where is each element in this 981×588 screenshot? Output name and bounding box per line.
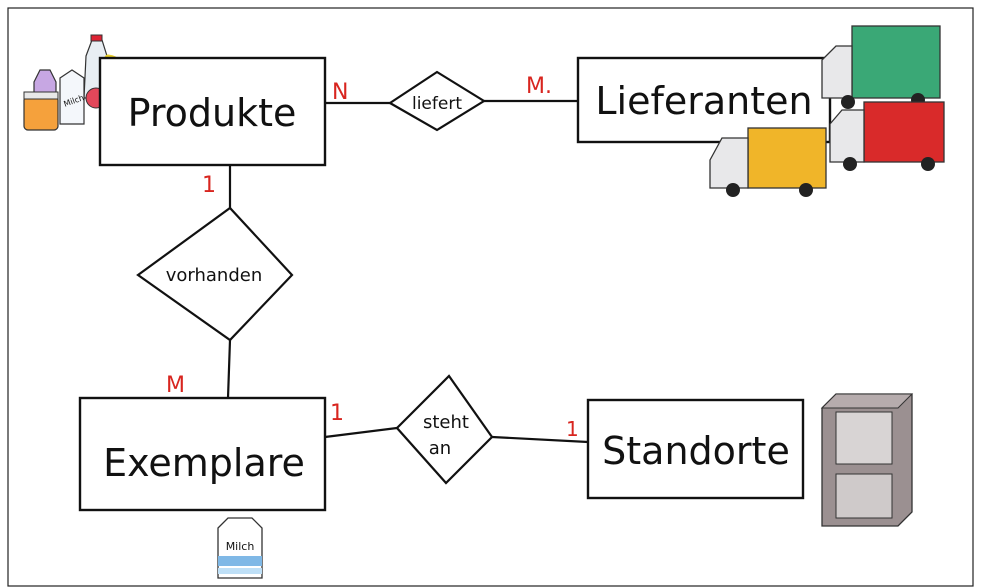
relationship-steht-an-label-line2: an — [429, 438, 451, 459]
cardinality-produkte-liefert: N — [332, 80, 348, 105]
entity-produkte-box — [98, 56, 327, 167]
cardinality-exemplare-vorhanden: M — [166, 373, 185, 398]
entity-produkte-label: Produkte — [128, 91, 297, 135]
cabinet-icon — [820, 393, 914, 527]
entity-standorte-box — [586, 398, 805, 500]
page-border — [7, 7, 974, 587]
entity-exemplare[interactable]: Exemplare — [78, 396, 327, 512]
entity-exemplare-box — [78, 396, 327, 512]
entity-exemplare-label: Exemplare — [103, 441, 305, 485]
entity-produkte[interactable]: Produkte — [98, 56, 327, 167]
relationship-steht-an-label-line1: steht — [423, 412, 469, 433]
relationship-steht-an[interactable]: steht an — [395, 374, 494, 485]
cardinalities: N M. 1 M 1 1 — [166, 74, 579, 441]
relationship-vorhanden[interactable]: vorhanden — [136, 206, 294, 342]
entity-standorte-label: Standorte — [602, 429, 790, 473]
relationship-liefert-diamond — [387, 70, 487, 132]
cardinality-standorte-steht-an: 1 — [566, 417, 579, 441]
cardinality-produkte-vorhanden: 1 — [202, 173, 216, 198]
entity-standorte[interactable]: Standorte — [586, 398, 805, 500]
relationship-liefert-label: liefert — [412, 94, 462, 114]
milk-carton-icon: Milch — [217, 517, 263, 579]
truck-icon — [709, 25, 945, 197]
entity-lieferanten-label: Lieferanten — [595, 79, 812, 123]
relationship-vorhanden-label: vorhanden — [166, 265, 263, 286]
milk-carton-label: Milch — [226, 540, 255, 553]
relationship-steht-an-diamond — [395, 374, 494, 485]
relationship-vorhanden-diamond — [136, 206, 294, 342]
relationship-liefert[interactable]: liefert — [387, 70, 487, 132]
cardinality-exemplare-steht-an: 1 — [330, 401, 344, 426]
cardinality-lieferanten-liefert: M. — [526, 74, 552, 99]
connectors — [226, 99, 590, 444]
